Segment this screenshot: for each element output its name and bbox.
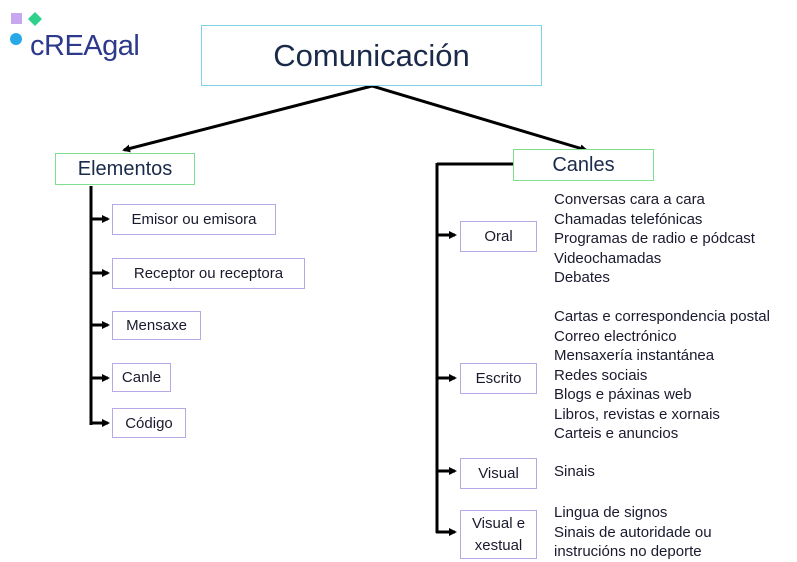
canles-box: Canles [513, 149, 654, 181]
list-item: Redes sociais [554, 366, 648, 384]
logo-shapes-icon [10, 12, 42, 45]
channel-type-label: Visual e xestual [471, 514, 526, 554]
element-item-label: Canle [121, 369, 162, 386]
list-item: Videochamadas [554, 249, 662, 267]
list-item: Chamadas telefónicas [554, 210, 703, 228]
list-item: Sinais [554, 463, 595, 480]
element-item-label: Mensaxe [126, 317, 187, 334]
element-item-mensaxe: Mensaxe [112, 311, 201, 340]
logo-text: cREAgal [30, 30, 140, 62]
element-item-receptor: Receptor ou receptora [112, 258, 305, 289]
channel-type-oral: Oral [460, 221, 537, 252]
list-item: Cartas e correspondencia postal [554, 308, 770, 325]
element-item-label: Código [125, 414, 173, 432]
list-item: Conversas cara a cara [554, 191, 705, 208]
canles-label: Canles [552, 153, 615, 176]
channel-type-escrito: Escrito [460, 363, 537, 394]
list-item: Lingua de signos [554, 504, 668, 521]
channel-type-label: Visual [478, 465, 519, 482]
visual-examples-list: Sinais [554, 462, 595, 482]
list-item: Sinais de autoridade ou [554, 523, 712, 541]
arrow-to-canles [371, 84, 588, 153]
arrow-to-elementos [122, 84, 373, 153]
element-item-canle: Canle [112, 363, 171, 392]
list-item: Programas de radio e pódcast [554, 230, 755, 247]
title-text: Comunicación [273, 37, 470, 73]
elementos-label: Elementos [77, 157, 173, 180]
channel-type-label: Escrito [475, 370, 522, 387]
channel-type-visual-xestual: Visual e xestual [460, 510, 537, 559]
creagal-logo: cREAgal [10, 12, 170, 62]
list-item: Correo electrónico [554, 327, 677, 345]
visual-xestual-examples-list: Lingua de signos Sinais de autoridade ou… [554, 503, 712, 562]
oral-examples-list: Conversas cara a cara Chamadas telefónic… [554, 190, 755, 288]
element-item-emisor: Emisor ou emisora [112, 204, 276, 235]
element-item-label: Emisor ou emisora [131, 211, 257, 228]
channel-type-visual: Visual [460, 458, 537, 489]
channel-type-label: Oral [484, 228, 513, 245]
list-item: Carteis e anuncios [554, 425, 679, 442]
list-item: Blogs e páxinas web [554, 386, 692, 403]
list-item: Debates [554, 269, 610, 286]
list-item: instrucións no deporte [554, 543, 702, 560]
list-item: Mensaxería instantánea [554, 347, 715, 364]
elementos-box: Elementos [55, 153, 195, 185]
escrito-examples-list: Cartas e correspondencia postal Correo e… [554, 307, 770, 444]
list-item: Libros, revistas e xornais [554, 405, 720, 423]
title-box: Comunicación [201, 25, 542, 86]
element-item-codigo: Código [112, 408, 186, 438]
element-item-label: Receptor ou receptora [133, 265, 284, 282]
